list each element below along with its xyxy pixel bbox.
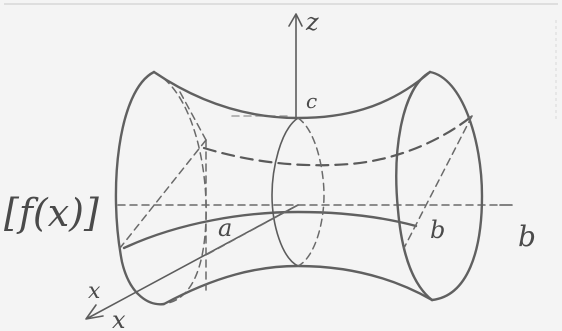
right-cap-dash-2 <box>467 115 473 119</box>
left-rim-front <box>114 70 166 306</box>
x-near-label: x <box>88 279 101 304</box>
left-cap-dash-2 <box>119 139 207 249</box>
right-cap-dash-1 <box>403 115 473 249</box>
b-point-label: b <box>430 216 445 244</box>
central-slice-back <box>297 117 325 267</box>
right-axis-label: b <box>518 220 536 253</box>
radius-dash <box>205 204 299 256</box>
right-rim-front <box>428 70 484 302</box>
bottom-profile-curve <box>162 264 434 306</box>
top-profile-curve <box>152 70 432 120</box>
right-rim-back <box>395 70 434 302</box>
depth-axis-arrowhead <box>85 304 104 320</box>
z-axis-arrowhead <box>288 13 303 27</box>
central-slice-front <box>271 117 299 267</box>
z-axis-label: z <box>305 8 319 36</box>
front-lower-curve <box>122 210 418 250</box>
back-dashed-curve <box>202 114 474 167</box>
a-point-label: a <box>218 214 232 242</box>
x-far-label: x <box>112 306 126 331</box>
function-label: [f(x)] <box>4 191 99 235</box>
c-point-label: c <box>306 89 317 113</box>
left-cap-dash-3 <box>179 91 207 141</box>
